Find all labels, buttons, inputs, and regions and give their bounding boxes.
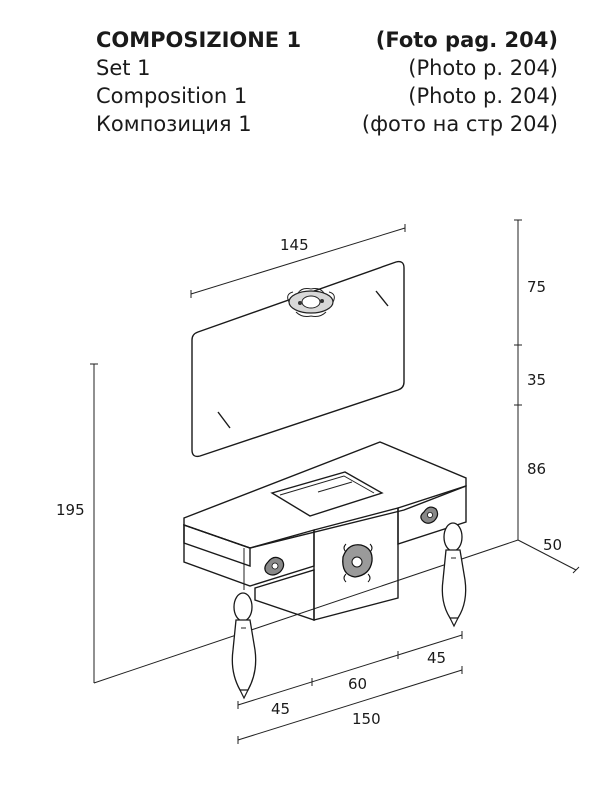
- composition-title-french: Composition 1: [96, 84, 248, 108]
- dim-label-depth: 50: [543, 536, 562, 554]
- left-drawer-body: [183, 524, 315, 587]
- left-leg: [231, 592, 257, 700]
- dim-label-gap-height: 35: [527, 371, 546, 389]
- mirror-crest-ornament: [287, 288, 335, 317]
- left-drawer-handle: [264, 556, 285, 576]
- photo-ref-set: (Photo p. 204): [408, 56, 558, 80]
- dim-label-drawer-left-width: 45: [271, 700, 290, 718]
- total-width-line: [237, 669, 463, 741]
- depth-tick: [572, 566, 580, 574]
- dim-label-cabinet-height: 86: [527, 460, 546, 478]
- segment-dimension-line: [237, 634, 463, 706]
- dim-label-mirror-width: 145: [280, 236, 309, 254]
- basin-drain-line: [317, 481, 353, 493]
- basin-inner-edge: [279, 475, 375, 496]
- mirror: [191, 260, 405, 458]
- right-leg: [441, 522, 467, 628]
- composition-title-italian: COMPOSIZIONE 1: [96, 28, 302, 52]
- mirror-frame: [191, 260, 405, 458]
- dim-label-total-width: 150: [352, 710, 381, 728]
- depth-line: [517, 539, 577, 571]
- photo-ref-italian: (Foto pag. 204): [375, 28, 558, 52]
- basin: [270, 471, 384, 517]
- dim-label-mirror-height: 75: [527, 278, 546, 296]
- composition-title-russian: Композиция 1: [96, 112, 252, 136]
- composition-header: COMPOSIZIONE 1 (Foto pag. 204) Set 1 (Ph…: [96, 26, 558, 138]
- cabinet-top: [183, 441, 467, 549]
- header-row-italian: COMPOSIZIONE 1 (Foto pag. 204): [96, 26, 558, 54]
- photo-ref-russian: (фото на стр 204): [361, 112, 558, 136]
- cabinet-top-edge-left: [183, 524, 251, 567]
- dim-label-total-height: 195: [56, 501, 85, 519]
- mirror-width-dimension: [190, 224, 406, 298]
- vanity-cabinet: [183, 441, 467, 621]
- center-door-handle: [342, 543, 373, 583]
- bottom-dimensions: [237, 631, 463, 744]
- header-row-english-set: Set 1 (Photo p. 204): [96, 54, 558, 82]
- composition-title-set: Set 1: [96, 56, 151, 80]
- dim-label-drawer-right-width: 45: [427, 649, 446, 667]
- header-row-russian: Композиция 1 (фото на стр 204): [96, 110, 558, 138]
- mirror-reflection-right: [375, 290, 389, 307]
- room-outline: [90, 219, 580, 684]
- photo-ref-french: (Photo p. 204): [408, 84, 558, 108]
- dim-label-center-width: 60: [348, 675, 367, 693]
- header-row-french: Composition 1 (Photo p. 204): [96, 82, 558, 110]
- mirror-reflection-left: [217, 411, 231, 429]
- center-cabinet-side: [254, 569, 315, 621]
- right-drawer-body: [397, 485, 467, 545]
- mirror-width-line: [190, 227, 406, 295]
- right-drawer-handle: [420, 506, 439, 524]
